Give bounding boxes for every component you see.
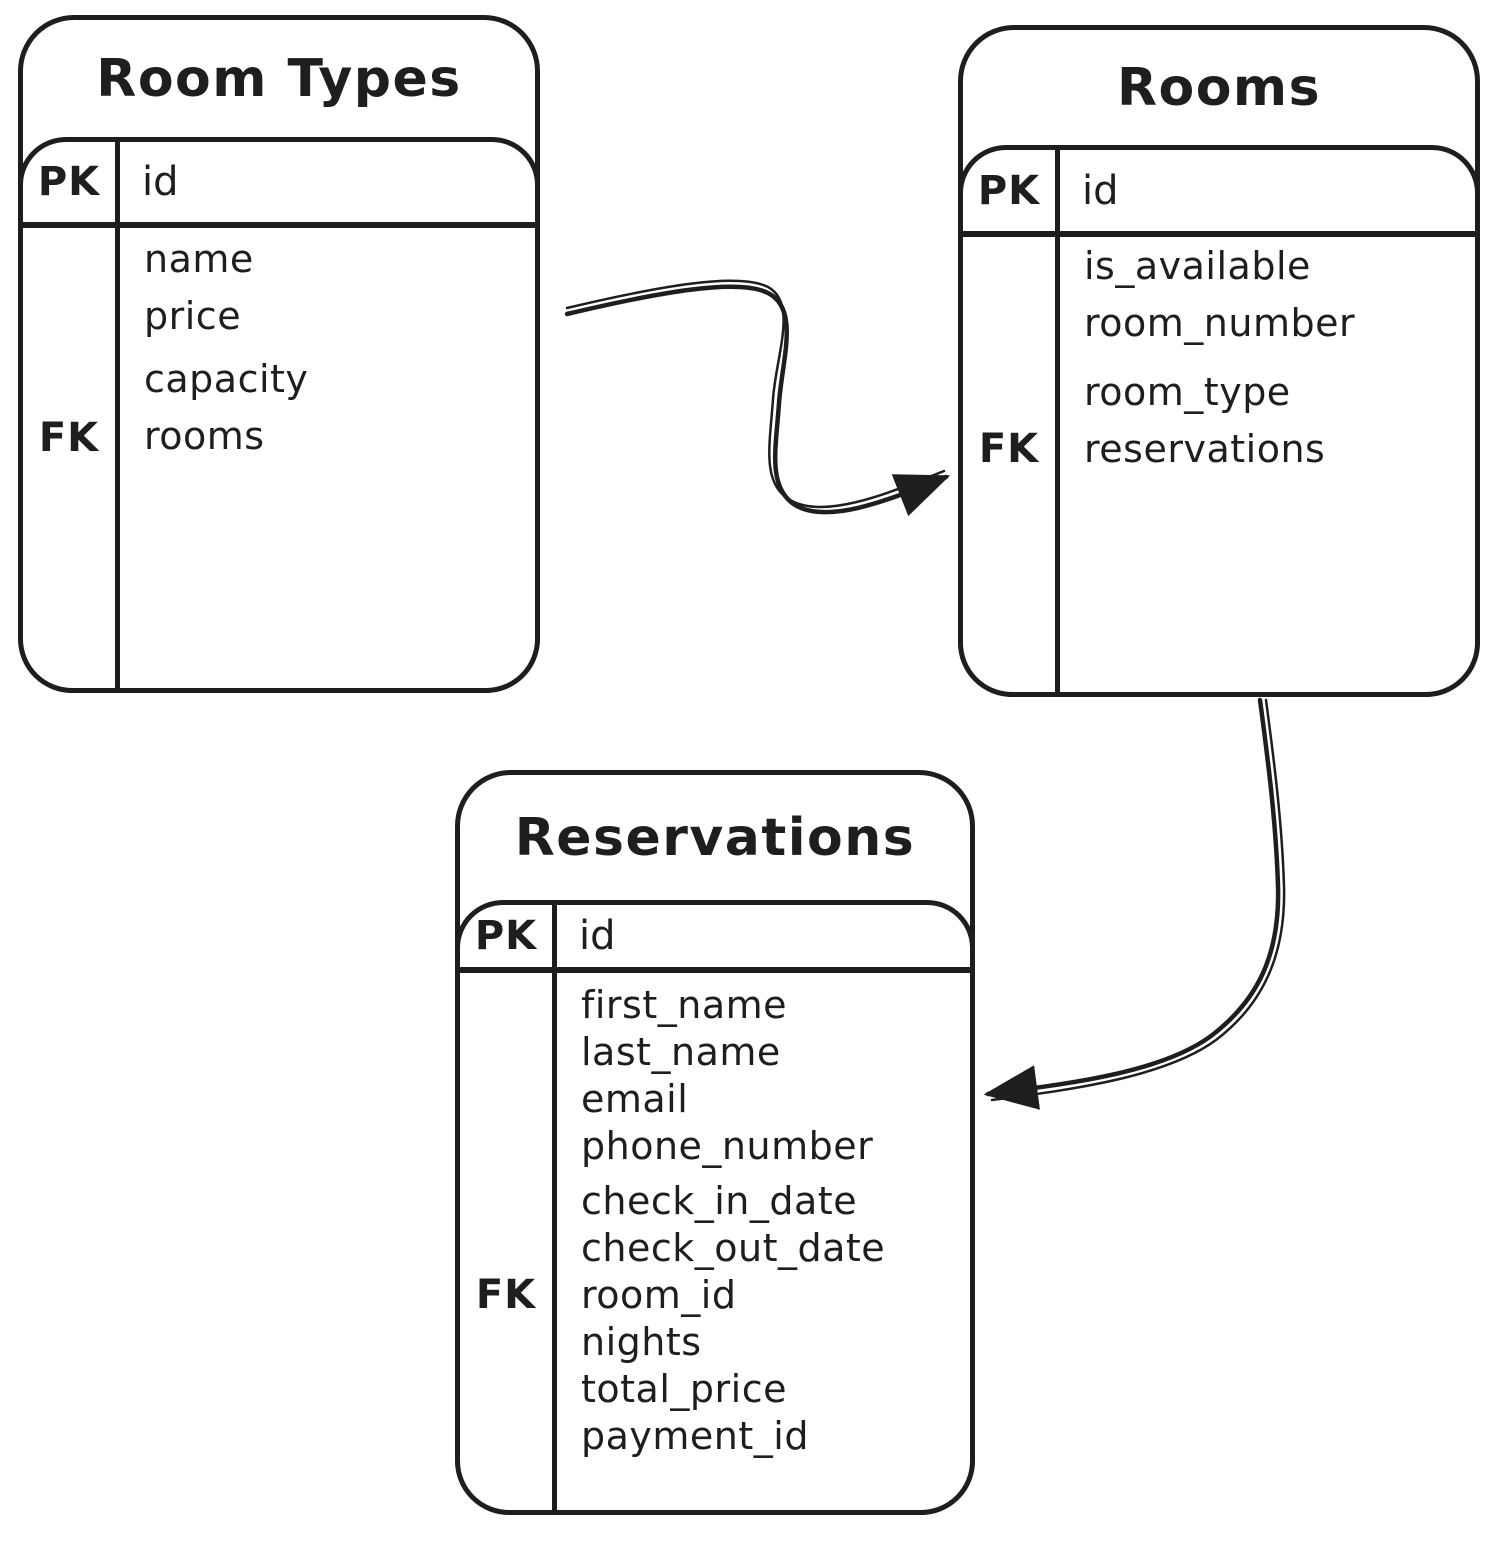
entity-attribute-box: PK id FK name price capacity rooms bbox=[18, 137, 540, 693]
field-label: phone_number bbox=[581, 1123, 874, 1168]
pk-field-label: id bbox=[142, 159, 179, 205]
field-label: name bbox=[144, 236, 254, 281]
pk-row: PK id bbox=[963, 150, 1475, 237]
field-label: capacity bbox=[144, 356, 309, 401]
field-label: email bbox=[581, 1076, 689, 1121]
field-label: last_name bbox=[581, 1029, 781, 1074]
entity-rooms: Rooms PK id FK is_available room_number … bbox=[958, 25, 1480, 697]
attribute-rows: FK is_available room_number room_type re… bbox=[963, 237, 1475, 692]
attribute-rows: FK first_name last_name email phone_numb… bbox=[460, 973, 970, 1510]
arrow-room-types-to-rooms-sketch-stroke bbox=[565, 279, 946, 509]
field-label: rooms bbox=[144, 413, 265, 458]
key-column: FK bbox=[23, 228, 120, 688]
pk-row: PK id bbox=[23, 142, 535, 228]
field-label: total_price bbox=[581, 1366, 787, 1411]
field-label: check_in_date bbox=[581, 1178, 858, 1223]
field-column: is_available room_number room_type reser… bbox=[1060, 237, 1475, 692]
pk-field-label: id bbox=[579, 913, 616, 959]
field-column: name price capacity rooms bbox=[120, 228, 535, 688]
field-label: is_available bbox=[1084, 243, 1311, 288]
field-label: nights bbox=[581, 1319, 702, 1364]
field-label: room_number bbox=[1084, 300, 1356, 345]
field-label: check_out_date bbox=[581, 1225, 886, 1270]
pk-field-label: id bbox=[1082, 167, 1119, 214]
fk-badge: FK bbox=[978, 425, 1040, 472]
field-label: price bbox=[144, 293, 242, 338]
attribute-rows: FK name price capacity rooms bbox=[23, 228, 535, 688]
field-label: room_type bbox=[1084, 369, 1291, 414]
arrow-room-types-to-rooms bbox=[564, 284, 951, 517]
entity-room-types: Room Types PK id FK name price capacity … bbox=[18, 15, 540, 693]
pk-row: PK id bbox=[460, 905, 970, 973]
pk-badge: PK bbox=[460, 905, 557, 967]
fk-badge: FK bbox=[475, 1271, 537, 1318]
entity-title: Reservations bbox=[514, 807, 916, 868]
fk-badge: FK bbox=[38, 414, 100, 461]
entity-title: Room Types bbox=[96, 48, 462, 109]
entity-attribute-box: PK id FK first_name last_name email phon… bbox=[455, 900, 975, 1515]
field-label: room_id bbox=[581, 1272, 737, 1317]
field-label: reservations bbox=[1084, 426, 1326, 471]
pk-badge: PK bbox=[23, 142, 120, 222]
key-column: FK bbox=[460, 973, 557, 1510]
arrow-rooms-to-reservations bbox=[983, 697, 1281, 1110]
entity-title: Rooms bbox=[1116, 57, 1322, 118]
field-label: first_name bbox=[581, 982, 788, 1027]
entity-attribute-box: PK id FK is_available room_number room_t… bbox=[958, 145, 1480, 697]
pk-badge: PK bbox=[963, 150, 1060, 231]
arrow-rooms-to-reservations-sketch-stroke bbox=[990, 698, 1286, 1102]
field-column: first_name last_name email phone_number … bbox=[557, 973, 970, 1510]
entity-reservations: Reservations PK id FK first_name last_na… bbox=[455, 770, 975, 1515]
key-column: FK bbox=[963, 237, 1060, 692]
field-label: payment_id bbox=[581, 1413, 809, 1458]
